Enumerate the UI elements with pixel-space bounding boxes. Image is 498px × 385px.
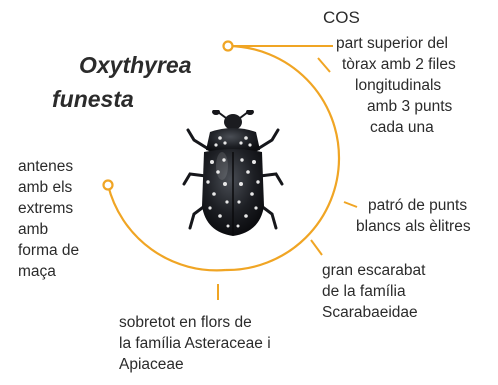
elytra-text-2: blancs als èlitres xyxy=(356,218,471,235)
size-text-3: Scarabaeidae xyxy=(322,304,418,321)
beetle-icon xyxy=(182,110,284,236)
antennae-text-3: extrems xyxy=(18,200,74,217)
thorax-text-5: cada una xyxy=(370,119,434,136)
left-arc xyxy=(106,184,227,272)
antennae-text-5: forma de xyxy=(18,242,80,259)
elytra-text-1: patró de punts xyxy=(368,197,468,214)
right-arc xyxy=(225,44,341,272)
habitat-text-2: la família Asteraceae i xyxy=(119,335,271,352)
species-name-line2: funesta xyxy=(52,86,134,112)
elytra-leader xyxy=(343,201,358,208)
habitat-text-3: Apiaceae xyxy=(119,356,184,373)
thorax-leader xyxy=(317,57,331,73)
size-text-1: gran escarabat xyxy=(322,262,426,279)
antennae-text-1: antenes xyxy=(18,158,74,175)
species-name-line1: Oxythyrea xyxy=(79,52,192,78)
habitat-text-1: sobretot en flors de xyxy=(119,314,252,331)
thorax-text-2: tòrax amb 2 files xyxy=(342,56,456,73)
section-label: COS xyxy=(323,8,360,27)
size-leader xyxy=(310,239,323,256)
antennae-text-4: amb xyxy=(18,221,49,238)
thorax-text-3: longitudinals xyxy=(355,77,442,94)
antennae-text-6: maça xyxy=(18,263,56,280)
size-text-2: de la família xyxy=(322,283,406,300)
left-arc-start-dot xyxy=(102,179,114,191)
antennae-text-2: amb els xyxy=(18,179,73,196)
thorax-text-1: part superior del xyxy=(336,35,449,52)
right-arc-start-dot xyxy=(222,40,234,52)
thorax-text-4: amb 3 punts xyxy=(367,98,453,115)
